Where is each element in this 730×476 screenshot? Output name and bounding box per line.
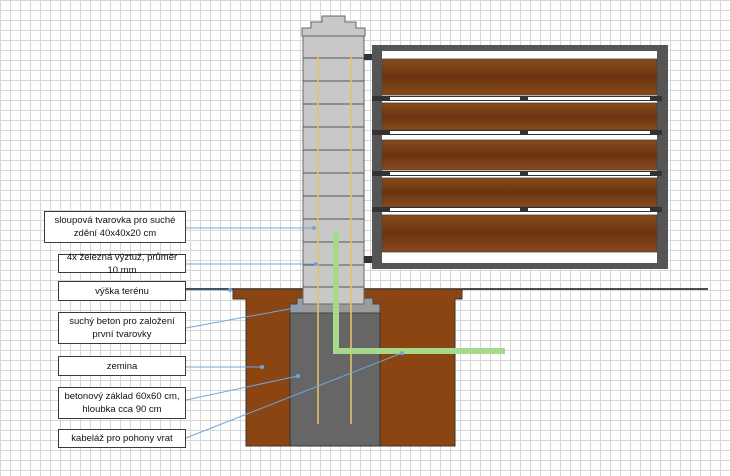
gate-plank (381, 177, 658, 208)
cable-conduit (333, 231, 505, 354)
gate-plank (381, 58, 658, 96)
label-pillar-block: sloupová tvarovka pro suché zdění 40x40x… (44, 211, 186, 243)
gate-plank (381, 139, 658, 171)
leader-line-pad (185, 306, 301, 329)
label-dry-concrete: suchý beton pro založení první tvarovky (58, 312, 186, 344)
label-terrain-level: výška terénu (58, 281, 186, 301)
gate-plank (381, 214, 658, 253)
gate-plank (381, 102, 658, 131)
label-soil: zemina (58, 356, 186, 376)
leader-line-foundation (185, 375, 299, 401)
leader-line-cable (185, 352, 403, 439)
label-concrete-foundation: betonový základ 60x60 cm, hloubka cca 90… (58, 387, 186, 419)
label-cabling: kabeláž pro pohony vrat (58, 429, 186, 448)
label-rebar: 4x železná výztuž, průměr 10 mm (58, 252, 186, 276)
gate (364, 45, 668, 269)
pillar-cap (301, 15, 366, 37)
